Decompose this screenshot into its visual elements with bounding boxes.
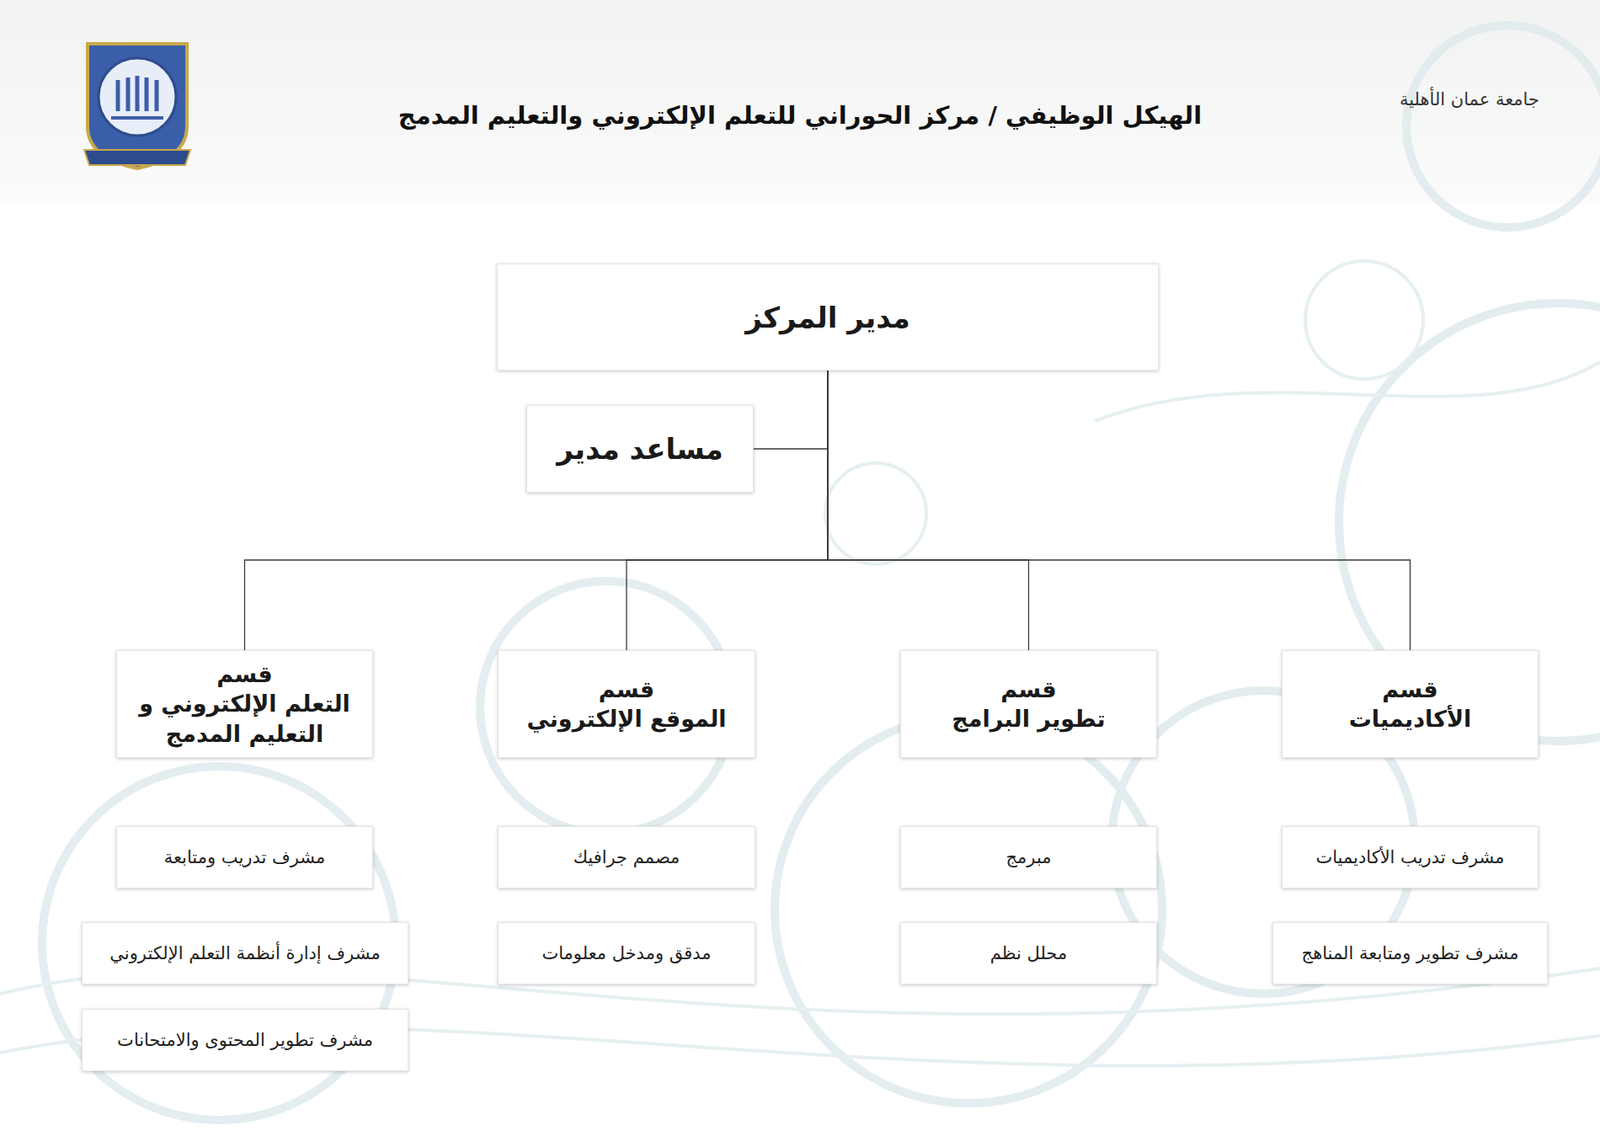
university-logo [84,43,191,169]
box-label: محلل نظم [990,943,1067,964]
role-box: مشرف إدارة أنظمة التعلم الإلكتروني [81,922,409,985]
org-connector [753,370,828,449]
box-label: مساعد مدير [556,432,724,466]
org-connector [827,370,1411,651]
department-box: قسمالموقع الإلكتروني [497,650,756,758]
box-label: الموقع الإلكتروني [526,704,726,734]
box-label: التعلم الإلكتروني و التعليم المدمج [133,688,357,748]
role-box: مشرف تطوير ومتابعة المناهج [1272,922,1548,985]
assistant-box: مساعد مدير [526,405,754,493]
role-box: مشرف تدريب الأكاديميات [1281,826,1539,889]
department-heading: قسم [1381,674,1438,704]
box-label: مصمم جرافيك [573,847,681,868]
department-heading: قسم [216,659,272,689]
director-box: مدير المركز [496,263,1159,371]
box-label: مشرف تطوير ومتابعة المناهج [1301,943,1520,964]
org-connector [245,370,829,651]
org-connector [827,370,1030,651]
role-box: مدقق ومدخل معلومات [497,922,756,985]
department-box: قسمتطوير البرامج [900,650,1158,758]
box-label: مدقق ومدخل معلومات [541,943,711,964]
box-label: الأكاديميات [1349,704,1472,734]
box-label: مشرف تطوير المحتوى والامتحانات [117,1029,374,1051]
department-box: قسمالتعلم الإلكتروني و التعليم المدمج [116,650,374,758]
box-label: مشرف تدريب ومتابعة [164,847,326,868]
role-box: مشرف تدريب ومتابعة [116,826,374,889]
university-name: جامعة عمان الأهلية [1399,89,1540,110]
box-label: مشرف تدريب الأكاديميات [1315,847,1504,868]
chart-title: الهيكل الوظيفي / مركز الحوراني للتعلم ال… [320,101,1280,130]
role-box: مصمم جرافيك [497,826,756,889]
department-heading: قسم [1000,674,1056,704]
box-label: مدير المركز [745,300,911,335]
role-box: مبرمج [900,826,1158,889]
box-label: مشرف إدارة أنظمة التعلم الإلكتروني [109,943,380,964]
department-heading: قسم [598,674,655,704]
department-box: قسمالأكاديميات [1281,650,1539,758]
box-label: تطوير البرامج [951,704,1105,734]
box-label: مبرمج [1006,847,1052,868]
role-box: محلل نظم [900,922,1158,985]
role-box: مشرف تطوير المحتوى والامتحانات [81,1008,409,1072]
